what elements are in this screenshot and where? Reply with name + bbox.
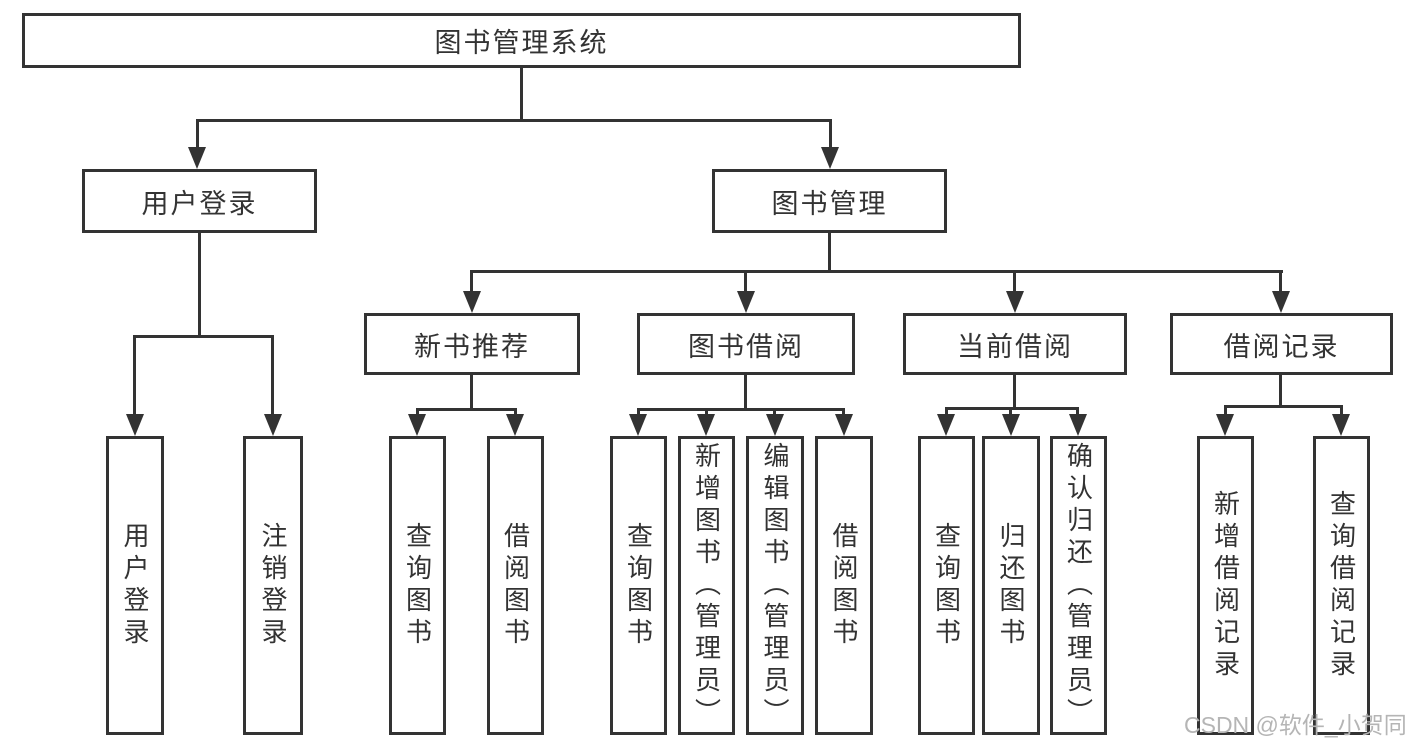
connector-group-rail bbox=[945, 407, 1079, 410]
arrow-down-icon bbox=[264, 414, 282, 436]
connector-drop bbox=[1076, 407, 1079, 418]
leaf-borrow-books: 借阅图书 bbox=[815, 436, 873, 735]
arrow-down-icon bbox=[737, 291, 755, 313]
leaf-query-borrow-record: 查询借阅记录 bbox=[1313, 436, 1370, 735]
arrow-down-icon bbox=[835, 414, 853, 436]
arrow-down-icon bbox=[697, 414, 715, 436]
connector-level3-rail bbox=[470, 270, 1283, 273]
arrow-down-icon bbox=[1006, 291, 1024, 313]
leaf-add-borrow-record: 新增借阅记录 bbox=[1197, 436, 1254, 735]
arrow-down-icon bbox=[463, 291, 481, 313]
connector-group-rail bbox=[1224, 405, 1343, 408]
connector-drop bbox=[1224, 405, 1227, 418]
connector-management-stem bbox=[828, 233, 831, 270]
connector-drop bbox=[133, 335, 136, 415]
node-current-borrow: 当前借阅 bbox=[903, 313, 1127, 375]
leaf-return-books: 归还图书 bbox=[982, 436, 1040, 735]
connector-login-stem bbox=[198, 233, 201, 335]
connector-group-stem bbox=[1013, 375, 1016, 407]
connector-drop bbox=[773, 408, 776, 418]
arrow-down-icon bbox=[408, 414, 426, 436]
leaf-query-books: 查询图书 bbox=[389, 436, 446, 735]
connector-drop bbox=[470, 270, 473, 296]
node-book-management: 图书管理 bbox=[712, 169, 947, 233]
arrow-down-icon bbox=[1272, 291, 1290, 313]
node-borrow-records: 借阅记录 bbox=[1170, 313, 1393, 375]
connector-management-drop bbox=[829, 119, 832, 150]
connector-drop bbox=[637, 408, 640, 418]
leaf-add-books-admin: 新增图书（管理员） bbox=[678, 436, 735, 735]
connector-group-rail bbox=[637, 408, 845, 411]
connector-login-drop bbox=[196, 119, 199, 150]
arrow-down-icon bbox=[766, 414, 784, 436]
arrow-down-icon bbox=[937, 414, 955, 436]
leaf-user-login: 用户登录 bbox=[106, 436, 164, 735]
connector-group-stem bbox=[744, 375, 747, 408]
connector-level2-rail bbox=[196, 119, 832, 122]
leaf-logout: 注销登录 bbox=[243, 436, 303, 735]
leaf-query-books: 查询图书 bbox=[610, 436, 667, 735]
connector-group-stem bbox=[470, 375, 473, 408]
arrow-down-icon bbox=[821, 147, 839, 169]
arrow-down-icon bbox=[1002, 414, 1020, 436]
connector-drop bbox=[705, 408, 708, 418]
arrow-down-icon bbox=[1332, 414, 1350, 436]
csdn-watermark: CSDN @软件_小贺同学 bbox=[1184, 712, 1405, 738]
arrow-down-icon bbox=[126, 414, 144, 436]
node-user-login: 用户登录 bbox=[82, 169, 317, 233]
node-book-borrow: 图书借阅 bbox=[637, 313, 855, 375]
arrow-down-icon bbox=[506, 414, 524, 436]
leaf-confirm-return-admin: 确认归还（管理员） bbox=[1050, 436, 1107, 735]
leaf-edit-books-admin: 编辑图书（管理员） bbox=[746, 436, 804, 735]
connector-drop bbox=[744, 270, 747, 296]
arrow-down-icon bbox=[1216, 414, 1234, 436]
connector-drop bbox=[945, 407, 948, 418]
connector-drop bbox=[416, 408, 419, 418]
connector-drop bbox=[1009, 407, 1012, 418]
connector-drop bbox=[842, 408, 845, 418]
arrow-down-icon bbox=[1069, 414, 1087, 436]
node-root-system: 图书管理系统 bbox=[22, 13, 1021, 68]
connector-drop bbox=[1340, 405, 1343, 418]
connector-drop bbox=[514, 408, 517, 418]
connector-drop bbox=[1013, 270, 1016, 296]
connector-drop bbox=[271, 335, 274, 415]
connector-root-stem bbox=[520, 68, 523, 119]
leaf-query-books: 查询图书 bbox=[918, 436, 975, 735]
connector-login-rail bbox=[133, 335, 273, 338]
connector-drop bbox=[1279, 270, 1282, 296]
leaf-borrow-books: 借阅图书 bbox=[487, 436, 544, 735]
node-new-book-recommend: 新书推荐 bbox=[364, 313, 580, 375]
arrow-down-icon bbox=[629, 414, 647, 436]
arrow-down-icon bbox=[188, 147, 206, 169]
connector-group-rail bbox=[416, 408, 517, 411]
connector-group-stem bbox=[1279, 375, 1282, 405]
